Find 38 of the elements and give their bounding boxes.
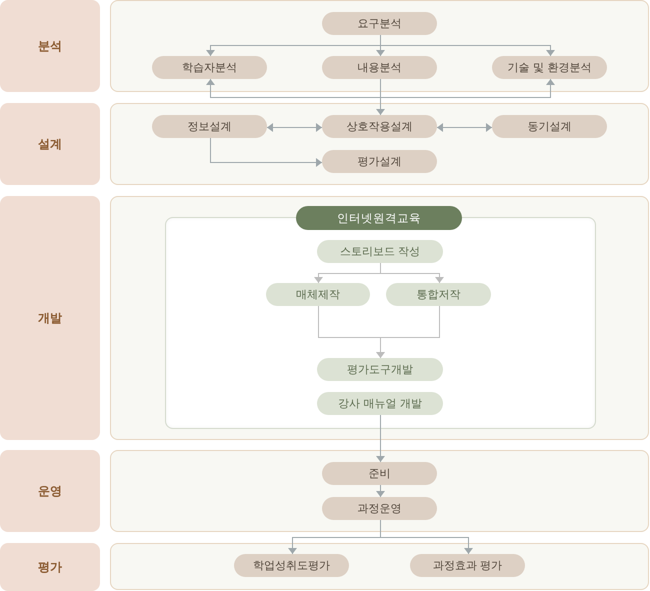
process-step: 통합저작	[386, 283, 491, 306]
connector-arrow	[380, 262, 444, 284]
connector-arrow	[206, 78, 381, 98]
process-step: 동기설계	[492, 115, 607, 138]
phase-label: 설계	[0, 103, 100, 185]
process-step: 상호작용설계	[322, 115, 437, 138]
phase-label: 개발	[0, 196, 100, 440]
double-arrow	[266, 123, 322, 132]
connector-arrow	[380, 34, 555, 56]
process-step: 강사 매뉴얼 개발	[317, 392, 443, 415]
phase-panel	[110, 196, 649, 440]
process-step: 학업성취도평가	[234, 554, 349, 577]
process-step: 준비	[322, 462, 437, 485]
phase-label: 분석	[0, 0, 100, 92]
connector-arrow	[210, 138, 322, 167]
phase-panel	[110, 103, 649, 185]
phase-panel	[110, 0, 649, 92]
phase-panel	[110, 543, 649, 590]
process-step: 과정효과 평가	[410, 554, 525, 577]
process-step: 평가설계	[322, 150, 437, 173]
process-step: 기술 및 환경분석	[492, 56, 607, 79]
phase-label: 평가	[0, 543, 100, 591]
process-step: 정보설계	[152, 115, 267, 138]
process-step: 요구분석	[322, 12, 437, 35]
phase-label: 운영	[0, 450, 100, 532]
process-step: 학습자분석	[152, 56, 267, 79]
connector-arrow	[376, 306, 440, 358]
connector-arrow	[380, 78, 555, 98]
connector-arrow	[376, 414, 385, 462]
process-step: 평가도구개발	[317, 358, 443, 381]
process-step: 과정운영	[322, 497, 437, 520]
process-step: 매체제작	[266, 283, 370, 306]
group-heading: 인터넷원격교육	[296, 206, 462, 230]
process-step: 스토리보드 작성	[317, 240, 443, 263]
process-step: 내용분석	[322, 56, 437, 79]
double-arrow	[436, 123, 492, 132]
connector-arrow	[376, 484, 385, 498]
phase-panel	[110, 450, 649, 532]
